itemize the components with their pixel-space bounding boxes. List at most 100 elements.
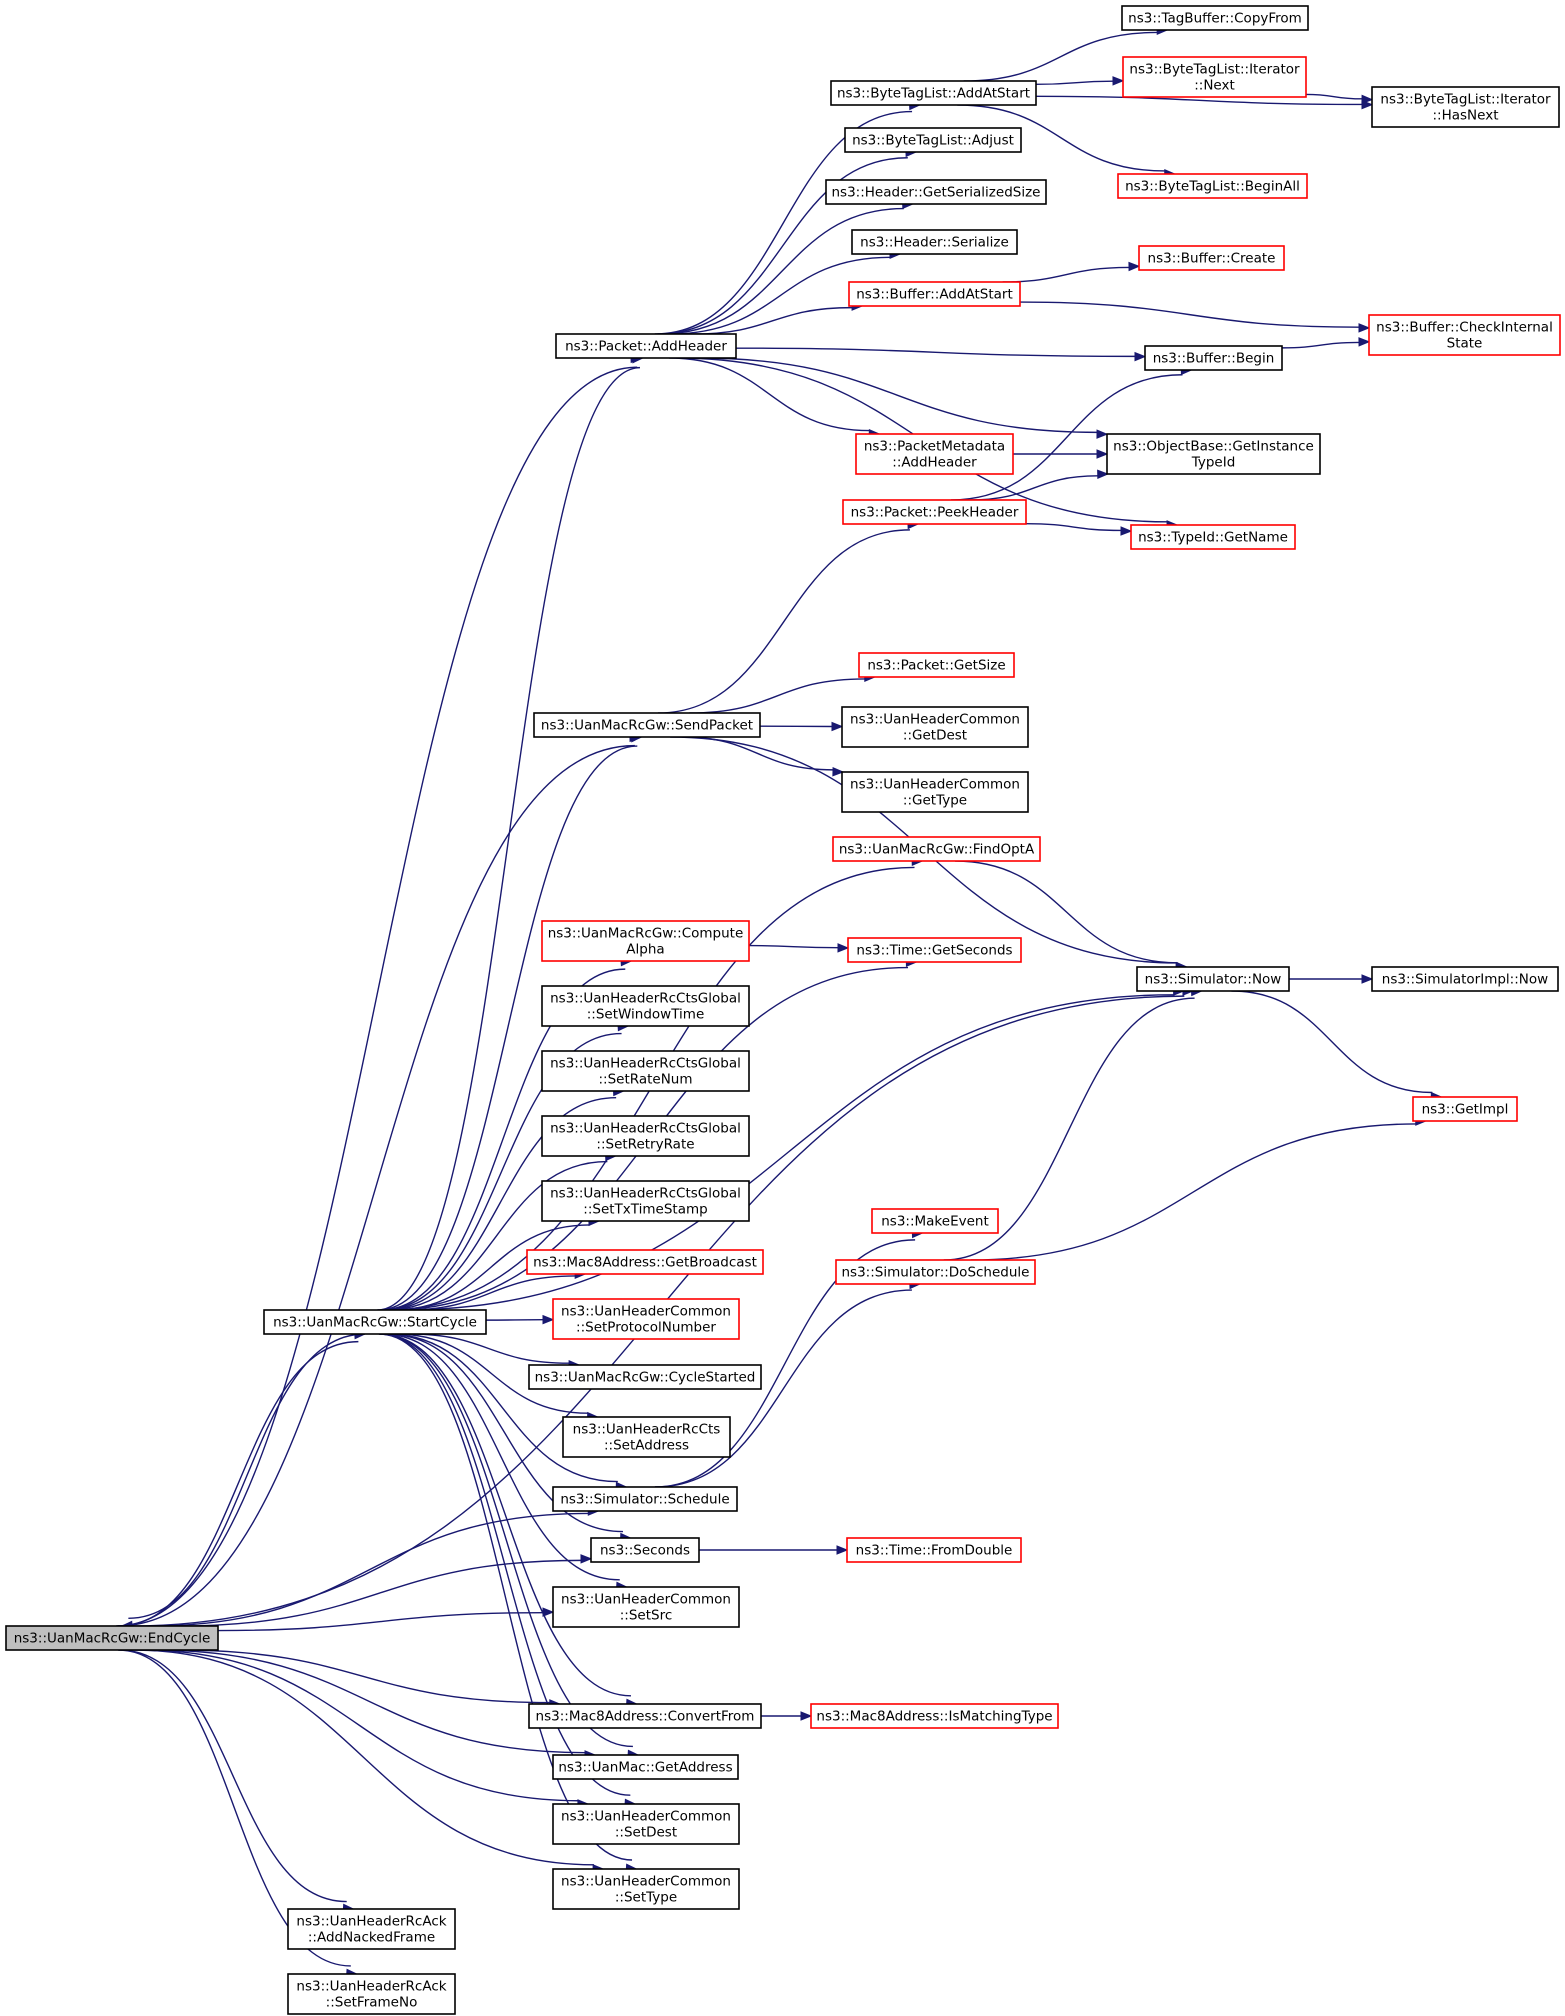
node-cyclestarted[interactable]: ns3::UanMacRcGw::CycleStarted — [528, 1364, 762, 1390]
node-box[interactable] — [552, 1586, 740, 1628]
node-box[interactable] — [1136, 966, 1290, 992]
node-setsrc[interactable]: ns3::UanHeaderCommon::SetSrc — [552, 1586, 740, 1628]
node-box[interactable] — [841, 771, 1029, 813]
node-setdest[interactable]: ns3::UanHeaderCommon::SetDest — [552, 1803, 740, 1845]
node-box[interactable] — [552, 1868, 740, 1910]
node-setframeno[interactable]: ns3::UanHeaderRcAck::SetFrameNo — [287, 1973, 456, 2015]
node-box[interactable] — [552, 1486, 738, 1512]
node-box[interactable] — [287, 1908, 456, 1950]
node-peekheader[interactable]: ns3::Packet::PeekHeader — [842, 499, 1027, 525]
node-box[interactable] — [1122, 56, 1307, 98]
node-bytetaglistaddatstart[interactable]: ns3::ByteTagList::AddAtStart — [830, 80, 1037, 106]
node-typeidgetname[interactable]: ns3::TypeId::GetName — [1130, 524, 1296, 550]
node-box[interactable] — [541, 920, 750, 962]
node-bytetaglistadjust[interactable]: ns3::ByteTagList::Adjust — [844, 127, 1022, 153]
node-getserializedsize[interactable]: ns3::Header::GetSerializedSize — [825, 179, 1047, 205]
node-box[interactable] — [552, 1803, 740, 1845]
node-box[interactable] — [590, 1537, 700, 1563]
node-box[interactable] — [533, 712, 761, 738]
node-sendpacket[interactable]: ns3::UanMacRcGw::SendPacket — [533, 712, 761, 738]
node-box[interactable] — [541, 1050, 750, 1092]
node-getimpl[interactable]: ns3::GetImpl — [1412, 1096, 1518, 1122]
node-box[interactable] — [528, 1703, 762, 1729]
node-box[interactable] — [541, 1180, 750, 1222]
node-box[interactable] — [1117, 173, 1308, 199]
node-setwindowtime[interactable]: ns3::UanHeaderRcCtsGlobal::SetWindowTime — [541, 985, 750, 1027]
node-seconds[interactable]: ns3::Seconds — [590, 1537, 700, 1563]
node-getaddress[interactable]: ns3::UanMac::GetAddress — [552, 1754, 739, 1780]
node-box[interactable] — [1106, 433, 1321, 475]
node-box[interactable] — [841, 706, 1029, 748]
node-ismatchingtype[interactable]: ns3::Mac8Address::IsMatchingType — [810, 1703, 1059, 1729]
node-convertfrom[interactable]: ns3::Mac8Address::ConvertFrom — [528, 1703, 762, 1729]
node-box[interactable] — [1368, 314, 1561, 356]
node-tagbuffercopyfrom[interactable]: ns3::TagBuffer::CopyFrom — [1121, 5, 1309, 31]
node-box[interactable] — [871, 1208, 999, 1234]
node-simulatornow[interactable]: ns3::Simulator::Now — [1136, 966, 1290, 992]
node-box[interactable] — [1138, 245, 1285, 271]
node-box[interactable] — [842, 499, 1027, 525]
node-box[interactable] — [541, 1115, 750, 1157]
node-beginall[interactable]: ns3::ByteTagList::BeginAll — [1117, 173, 1308, 199]
node-findopta[interactable]: ns3::UanMacRcGw::FindOptA — [832, 836, 1041, 862]
node-packetgetsize[interactable]: ns3::Packet::GetSize — [858, 652, 1015, 678]
node-box[interactable] — [835, 1259, 1036, 1285]
node-box[interactable] — [855, 433, 1014, 475]
node-setprotocolnumber[interactable]: ns3::UanHeaderCommon::SetProtocolNumber — [552, 1298, 740, 1340]
node-getseconds[interactable]: ns3::Time::GetSeconds — [847, 937, 1022, 963]
node-box[interactable] — [832, 836, 1041, 862]
node-startcycle[interactable]: ns3::UanMacRcGw::StartCycle — [263, 1309, 487, 1335]
node-addheader[interactable]: ns3::Packet::AddHeader — [555, 333, 737, 359]
node-packetmetadataaddheader[interactable]: ns3::PacketMetadata::AddHeader — [855, 433, 1014, 475]
node-endcycle[interactable]: ns3::UanMacRcGw::EndCycle — [5, 1625, 219, 1651]
node-schedule[interactable]: ns3::Simulator::Schedule — [552, 1486, 738, 1512]
node-iteratorhasnext[interactable]: ns3::ByteTagList::Iterator::HasNext — [1371, 86, 1560, 128]
node-box[interactable] — [263, 1309, 487, 1335]
node-addnackedframe[interactable]: ns3::UanHeaderRcAck::AddNackedFrame — [287, 1908, 456, 1950]
node-fromdouble[interactable]: ns3::Time::FromDouble — [846, 1537, 1022, 1563]
node-box[interactable] — [1412, 1096, 1518, 1122]
node-box[interactable] — [846, 1537, 1022, 1563]
node-box[interactable] — [1371, 966, 1559, 992]
node-buffercreate[interactable]: ns3::Buffer::Create — [1138, 245, 1285, 271]
node-box[interactable] — [810, 1703, 1059, 1729]
node-makeevent[interactable]: ns3::MakeEvent — [871, 1208, 999, 1234]
node-box[interactable] — [830, 80, 1037, 106]
node-box[interactable] — [847, 937, 1022, 963]
node-box[interactable] — [1144, 345, 1283, 371]
node-box[interactable] — [851, 229, 1018, 255]
node-setratenum[interactable]: ns3::UanHeaderRcCtsGlobal::SetRateNum — [541, 1050, 750, 1092]
node-box[interactable] — [1130, 524, 1296, 550]
node-serialize[interactable]: ns3::Header::Serialize — [851, 229, 1018, 255]
node-settxtimestamp[interactable]: ns3::UanHeaderRcCtsGlobal::SetTxTimeStam… — [541, 1180, 750, 1222]
node-iteratornext[interactable]: ns3::ByteTagList::Iterator::Next — [1122, 56, 1307, 98]
node-getdest[interactable]: ns3::UanHeaderCommon::GetDest — [841, 706, 1029, 748]
node-box[interactable] — [541, 985, 750, 1027]
node-box[interactable] — [562, 1416, 731, 1458]
node-box[interactable] — [844, 127, 1022, 153]
node-box[interactable] — [825, 179, 1047, 205]
node-box[interactable] — [528, 1364, 762, 1390]
node-box[interactable] — [555, 333, 737, 359]
node-box[interactable] — [1121, 5, 1309, 31]
node-box[interactable] — [5, 1625, 219, 1651]
node-setretryrate[interactable]: ns3::UanHeaderRcCtsGlobal::SetRetryRate — [541, 1115, 750, 1157]
node-box[interactable] — [1371, 86, 1560, 128]
node-box[interactable] — [552, 1298, 740, 1340]
node-doschedule[interactable]: ns3::Simulator::DoSchedule — [835, 1259, 1036, 1285]
node-settype[interactable]: ns3::UanHeaderCommon::SetType — [552, 1868, 740, 1910]
node-rcctssetaddress[interactable]: ns3::UanHeaderRcCts::SetAddress — [562, 1416, 731, 1458]
node-box[interactable] — [848, 281, 1021, 307]
node-bufferaddatstart[interactable]: ns3::Buffer::AddAtStart — [848, 281, 1021, 307]
node-getbroadcast[interactable]: ns3::Mac8Address::GetBroadcast — [526, 1249, 764, 1275]
node-simulatorimplnow[interactable]: ns3::SimulatorImpl::Now — [1371, 966, 1559, 992]
node-box[interactable] — [552, 1754, 739, 1780]
node-box[interactable] — [287, 1973, 456, 2015]
node-gettype[interactable]: ns3::UanHeaderCommon::GetType — [841, 771, 1029, 813]
node-bufferbegin[interactable]: ns3::Buffer::Begin — [1144, 345, 1283, 371]
node-box[interactable] — [858, 652, 1015, 678]
node-box[interactable] — [526, 1249, 764, 1275]
